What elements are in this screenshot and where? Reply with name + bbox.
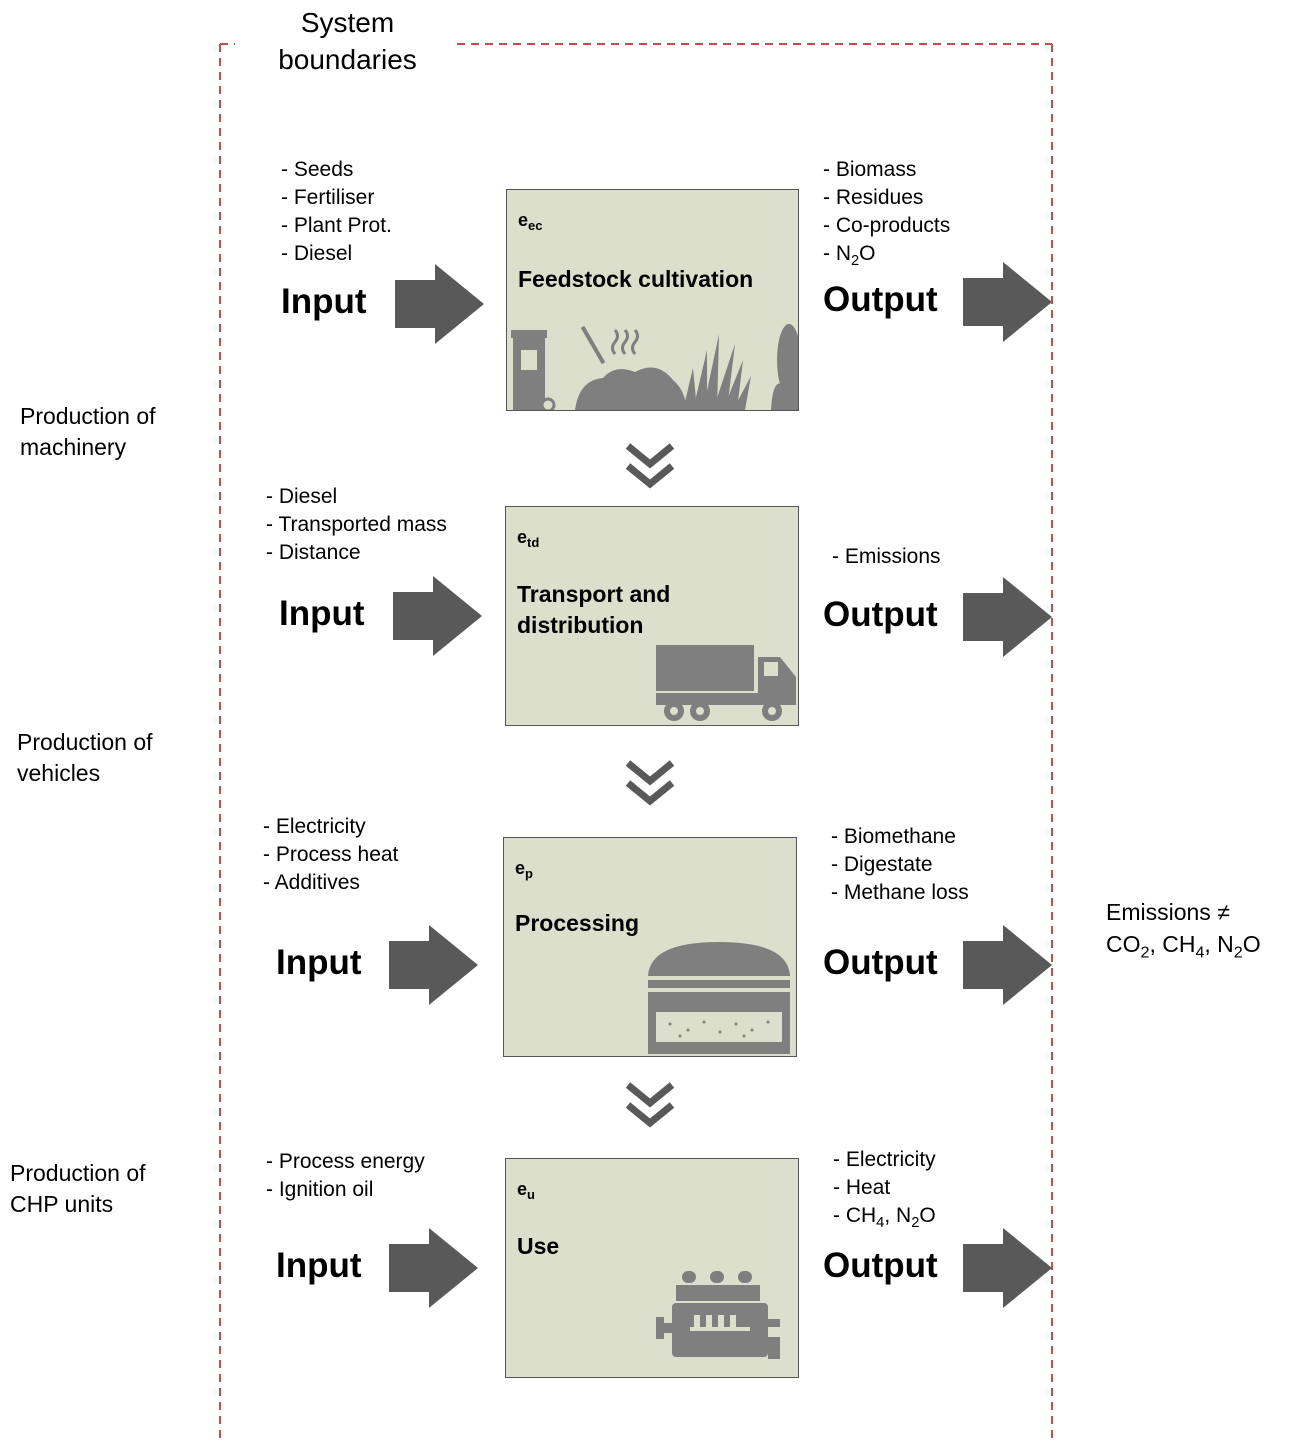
boundary-title: System boundaries xyxy=(255,4,440,78)
stage-name: Use xyxy=(517,1233,560,1259)
input-label: Input xyxy=(276,1246,362,1285)
input-item: - Distance xyxy=(266,541,361,564)
input-item: - Transported mass xyxy=(266,513,447,536)
output-item: - Co-products xyxy=(823,214,951,237)
stage-box-processing: ep Processing xyxy=(503,837,797,1057)
biogas-digester-icon xyxy=(648,942,790,1054)
output-label: Output xyxy=(823,595,938,634)
stage-4-inputs: - Process energy - Ignition oil xyxy=(266,1148,425,1204)
stage-name-line: Transport and xyxy=(517,581,671,607)
input-arrows xyxy=(389,264,484,1308)
side-label-line: Production of xyxy=(20,403,156,429)
output-item: - Residues xyxy=(823,186,924,209)
output-item: - Digestate xyxy=(831,853,933,876)
output-arrow-2 xyxy=(963,577,1052,657)
stage-1-outputs: - Biomass - Residues - Co-products - N2O xyxy=(823,156,950,275)
output-item: - Emissions xyxy=(832,545,941,568)
output-label: Output xyxy=(823,280,938,319)
input-item: - Diesel xyxy=(266,485,338,508)
stage-4-outputs: - Electricity - Heat - CH4, N2O xyxy=(833,1146,936,1237)
output-item: - Biomethane xyxy=(831,825,956,848)
output-item: - CH4, N2O xyxy=(833,1204,936,1232)
output-item: - N2O xyxy=(823,242,876,270)
stage-box-feedstock-cultivation: eec Feedstock cultivation xyxy=(506,189,799,411)
emissions-note-line1: Emissions ≠ xyxy=(1106,899,1230,925)
input-arrow-1 xyxy=(395,264,484,344)
side-label-vehicles: Production of vehicles xyxy=(17,727,153,789)
output-label: Output xyxy=(823,1246,938,1285)
input-arrow-3 xyxy=(389,925,478,1005)
input-item: - Diesel xyxy=(281,242,353,265)
side-label-machinery: Production of machinery xyxy=(20,401,156,463)
stage-name-line: distribution xyxy=(517,612,644,638)
side-label-line: vehicles xyxy=(17,760,101,786)
input-arrow-2 xyxy=(393,576,482,656)
output-arrows xyxy=(963,262,1052,1308)
stage-2-outputs: - Emissions xyxy=(832,543,941,571)
input-arrow-4 xyxy=(389,1228,478,1308)
stage-name: Transport and distribution xyxy=(517,579,670,641)
output-item: - Electricity xyxy=(833,1148,936,1171)
stage-2-inputs: - Diesel - Transported mass - Distance xyxy=(266,483,447,567)
output-label: Output xyxy=(823,943,938,982)
chevron-down-icon xyxy=(625,443,675,489)
input-item: - Electricity xyxy=(263,815,366,838)
input-label: Input xyxy=(281,282,367,321)
input-item: - Additives xyxy=(263,871,360,894)
stage-code: etd xyxy=(517,527,540,550)
engine-icon xyxy=(656,1271,780,1359)
input-item: - Fertiliser xyxy=(281,186,375,209)
side-label-line: CHP units xyxy=(10,1191,114,1217)
input-item: - Seeds xyxy=(281,158,354,181)
stage-name: Feedstock cultivation xyxy=(518,266,754,292)
boundary-title-line2: boundaries xyxy=(278,44,417,75)
stage-box-use: eu Use xyxy=(505,1158,799,1378)
input-item: - Process energy xyxy=(266,1150,425,1173)
stage-1-inputs: - Seeds - Fertiliser - Plant Prot. - Die… xyxy=(281,156,392,268)
chevron-down-icon xyxy=(625,1082,675,1128)
output-item: - Methane loss xyxy=(831,881,969,904)
stage-code: eec xyxy=(518,210,543,233)
truck-icon xyxy=(656,645,796,721)
boundary-title-line1: System xyxy=(300,7,395,38)
emissions-note: Emissions ≠ CO2, CH4, N2O xyxy=(1106,896,1261,969)
output-arrow-1 xyxy=(963,262,1052,342)
output-item: - Heat xyxy=(833,1176,891,1199)
output-arrow-4 xyxy=(963,1228,1052,1308)
chevron-down-icon xyxy=(625,760,675,806)
system-boundary xyxy=(219,43,1053,1440)
output-arrow-3 xyxy=(963,925,1052,1005)
input-item: - Ignition oil xyxy=(266,1178,374,1201)
side-label-line: Production of xyxy=(17,729,153,755)
side-label-chp-units: Production of CHP units xyxy=(10,1158,146,1220)
stage-code: eu xyxy=(517,1179,535,1202)
stage-code: ep xyxy=(515,858,533,881)
flow-chevrons xyxy=(625,443,675,1128)
cultivation-icon xyxy=(511,324,798,410)
input-label: Input xyxy=(276,943,362,982)
input-item: - Plant Prot. xyxy=(281,214,392,237)
side-label-line: Production of xyxy=(10,1160,146,1186)
stage-name: Processing xyxy=(515,910,639,936)
stage-box-transport-distribution: etd Transport and distribution xyxy=(505,506,799,726)
stage-3-inputs: - Electricity - Process heat - Additives xyxy=(263,813,398,897)
input-item: - Process heat xyxy=(263,843,399,866)
stage-3-outputs: - Biomethane - Digestate - Methane loss xyxy=(831,823,969,907)
output-item: - Biomass xyxy=(823,158,917,181)
input-label: Input xyxy=(279,594,365,633)
emissions-note-line2: CO2, CH4, N2O xyxy=(1106,931,1261,962)
side-label-line: machinery xyxy=(20,434,127,460)
